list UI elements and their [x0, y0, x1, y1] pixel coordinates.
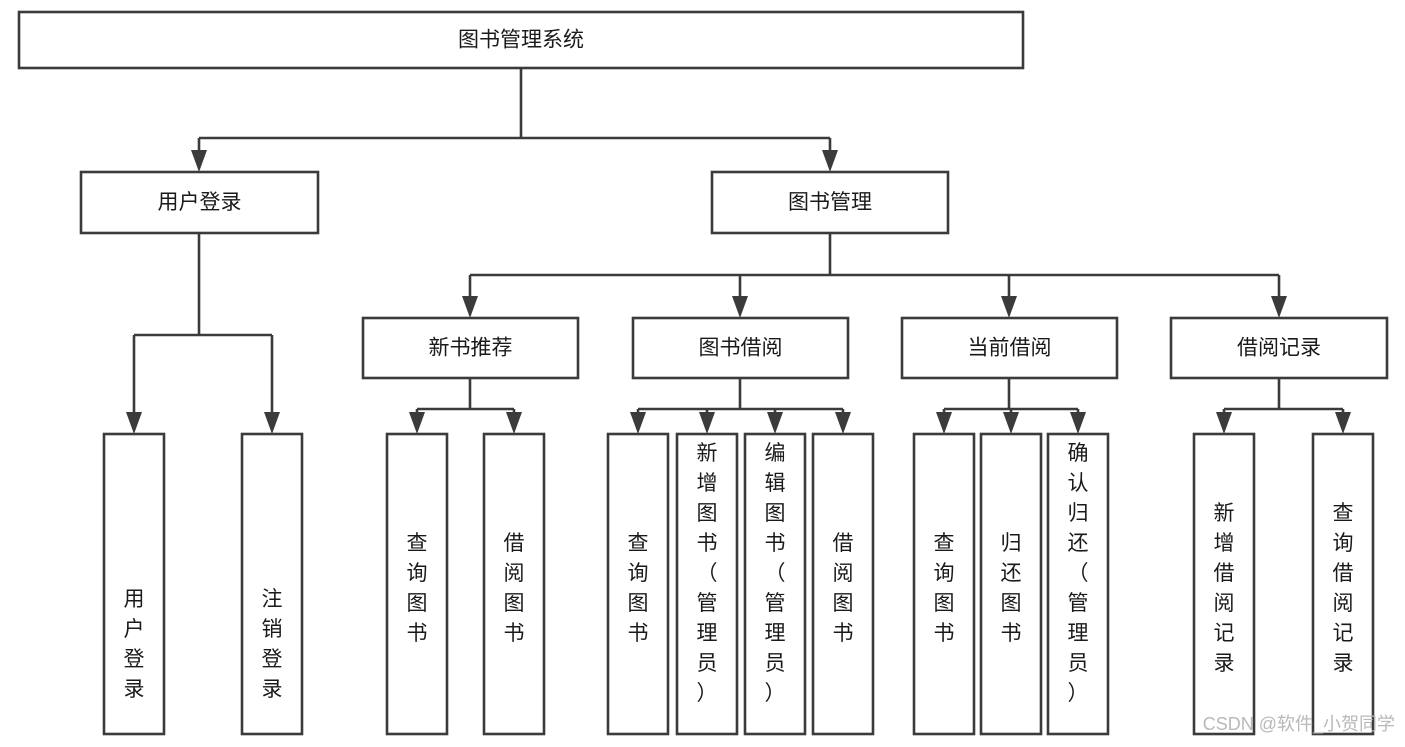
node-leaf-query-book-3[interactable]: 查询图书 [912, 432, 976, 736]
csdn-watermark: CSDN @软件_小贺同学 [1203, 714, 1395, 735]
node-current-borrow[interactable]: 当前借阅 [900, 316, 1119, 380]
node-label-book-borrow: 图书借阅 [699, 337, 783, 360]
node-leaf-query-borrow-record[interactable]: 查询借阅记录 [1311, 432, 1375, 736]
arrow-head-icon [1216, 412, 1232, 434]
arrow-head-icon [1070, 412, 1086, 434]
node-leaf-query-book-1[interactable]: 查询图书 [385, 432, 449, 736]
connector-userlogin-to-leaves [126, 233, 280, 434]
node-box-leaf-confirm-return-admin[interactable] [1046, 432, 1110, 736]
node-box-leaf-query-book-3[interactable] [912, 432, 976, 736]
node-leaf-borrow-book-1[interactable]: 借阅图书 [482, 432, 546, 736]
node-label-leaf-borrow-book-1: 借阅图书 [504, 532, 525, 645]
node-label-leaf-user-login: 用户登录 [124, 588, 145, 701]
arrow-head-icon [264, 412, 280, 434]
node-leaf-query-book-2[interactable]: 查询图书 [606, 432, 670, 736]
node-box-new-book-recommend[interactable] [361, 316, 580, 380]
nodes-layer: 图书管理系统用户登录图书管理新书推荐图书借阅当前借阅借阅记录用户登录注销登录查询… [17, 10, 1389, 736]
arrow-head-icon [732, 296, 748, 318]
node-box-book-borrow[interactable] [631, 316, 850, 380]
node-box-root[interactable] [17, 10, 1025, 70]
node-label-leaf-add-book-admin: 新增图书（管理员） [697, 442, 718, 705]
node-leaf-edit-book-admin[interactable]: 编辑图书（管理员） [743, 432, 807, 736]
arrow-head-icon [822, 150, 838, 172]
connector-borrowrecord-to-leaves [1216, 378, 1351, 434]
node-box-leaf-borrow-book-2[interactable] [811, 432, 875, 736]
node-label-leaf-query-book-1: 查询图书 [407, 532, 428, 645]
arrow-head-icon [699, 412, 715, 434]
node-user-login[interactable]: 用户登录 [79, 170, 320, 235]
node-box-borrow-record[interactable] [1169, 316, 1389, 380]
node-root[interactable]: 图书管理系统 [17, 10, 1025, 70]
node-label-current-borrow: 当前借阅 [968, 337, 1052, 360]
node-label-leaf-query-borrow-record: 查询借阅记录 [1333, 502, 1354, 675]
arrow-head-icon [191, 150, 207, 172]
node-box-leaf-return-book[interactable] [979, 432, 1043, 736]
node-borrow-record[interactable]: 借阅记录 [1169, 316, 1389, 380]
node-box-leaf-borrow-book-1[interactable] [482, 432, 546, 736]
node-box-leaf-logout-login[interactable] [240, 432, 304, 736]
arrow-head-icon [1003, 412, 1019, 434]
node-label-leaf-borrow-book-2: 借阅图书 [833, 532, 854, 645]
node-box-leaf-query-book-2[interactable] [606, 432, 670, 736]
arrow-head-icon [630, 412, 646, 434]
node-new-book-recommend[interactable]: 新书推荐 [361, 316, 580, 380]
connectors-layer [126, 68, 1351, 434]
node-box-leaf-user-login[interactable] [102, 432, 166, 736]
node-label-leaf-query-book-2: 查询图书 [628, 532, 649, 645]
arrow-head-icon [835, 412, 851, 434]
node-leaf-user-login[interactable]: 用户登录 [102, 432, 166, 736]
node-box-leaf-query-book-1[interactable] [385, 432, 449, 736]
node-box-user-login[interactable] [79, 170, 320, 235]
node-leaf-add-book-admin[interactable]: 新增图书（管理员） [675, 432, 739, 736]
node-leaf-logout-login[interactable]: 注销登录 [240, 432, 304, 736]
node-label-leaf-edit-book-admin: 编辑图书（管理员） [765, 442, 786, 705]
node-label-leaf-confirm-return-admin: 确认归还（管理员） [1068, 442, 1089, 705]
node-label-leaf-add-borrow-record: 新增借阅记录 [1214, 502, 1235, 675]
node-leaf-confirm-return-admin[interactable]: 确认归还（管理员） [1046, 432, 1110, 736]
node-label-leaf-return-book: 归还图书 [1001, 532, 1022, 645]
node-label-borrow-record: 借阅记录 [1237, 337, 1321, 360]
node-label-user-login: 用户登录 [158, 191, 242, 214]
node-leaf-borrow-book-2[interactable]: 借阅图书 [811, 432, 875, 736]
arrow-head-icon [1335, 412, 1351, 434]
arrow-head-icon [409, 412, 425, 434]
arrow-head-icon [462, 296, 478, 318]
arrow-head-icon [506, 412, 522, 434]
connector-bookborrow-to-leaves [630, 378, 851, 434]
arrow-head-icon [936, 412, 952, 434]
connector-newbook-to-leaves [409, 378, 522, 434]
node-leaf-add-borrow-record[interactable]: 新增借阅记录 [1192, 432, 1256, 736]
arrow-head-icon [1001, 296, 1017, 318]
node-label-book-manage: 图书管理 [788, 191, 872, 214]
node-label-leaf-logout-login: 注销登录 [262, 588, 283, 701]
arrow-head-icon [1271, 296, 1287, 318]
node-label-new-book-recommend: 新书推荐 [429, 337, 513, 360]
connector-bookmanage-to-level2 [462, 233, 1287, 318]
connector-currentborrow-to-leaves [936, 378, 1086, 434]
node-label-root: 图书管理系统 [458, 29, 584, 52]
connector-root-to-level1 [191, 68, 838, 172]
node-box-leaf-edit-book-admin[interactable] [743, 432, 807, 736]
node-box-leaf-add-borrow-record[interactable] [1192, 432, 1256, 736]
node-box-current-borrow[interactable] [900, 316, 1119, 380]
node-box-book-manage[interactable] [710, 170, 950, 235]
node-box-leaf-query-borrow-record[interactable] [1311, 432, 1375, 736]
node-box-leaf-add-book-admin[interactable] [675, 432, 739, 736]
node-label-leaf-query-book-3: 查询图书 [934, 532, 955, 645]
node-book-manage[interactable]: 图书管理 [710, 170, 950, 235]
arrow-head-icon [767, 412, 783, 434]
arrow-head-icon [126, 412, 142, 434]
node-leaf-return-book[interactable]: 归还图书 [979, 432, 1043, 736]
node-book-borrow[interactable]: 图书借阅 [631, 316, 850, 380]
